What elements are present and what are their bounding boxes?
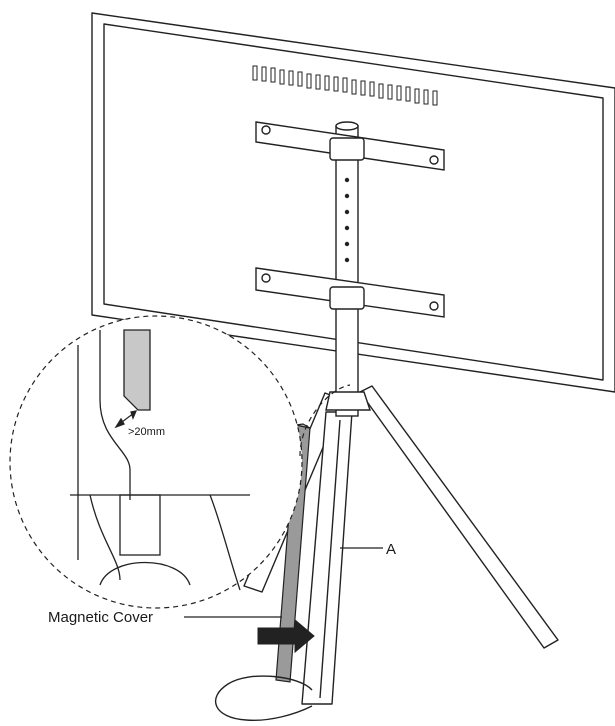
detail-callout: >20mm xyxy=(9,315,351,609)
part-a-label: A xyxy=(386,541,396,558)
center-pole xyxy=(325,121,371,417)
power-cable xyxy=(215,675,313,722)
insert-arrow xyxy=(257,618,315,654)
upper-bracket xyxy=(255,121,445,171)
vent-slots xyxy=(252,65,438,106)
right-leg xyxy=(359,385,559,649)
lower-bracket xyxy=(255,267,445,318)
clearance-label: >20mm xyxy=(128,426,165,438)
magnetic-cover-label: Magnetic Cover xyxy=(48,609,153,626)
